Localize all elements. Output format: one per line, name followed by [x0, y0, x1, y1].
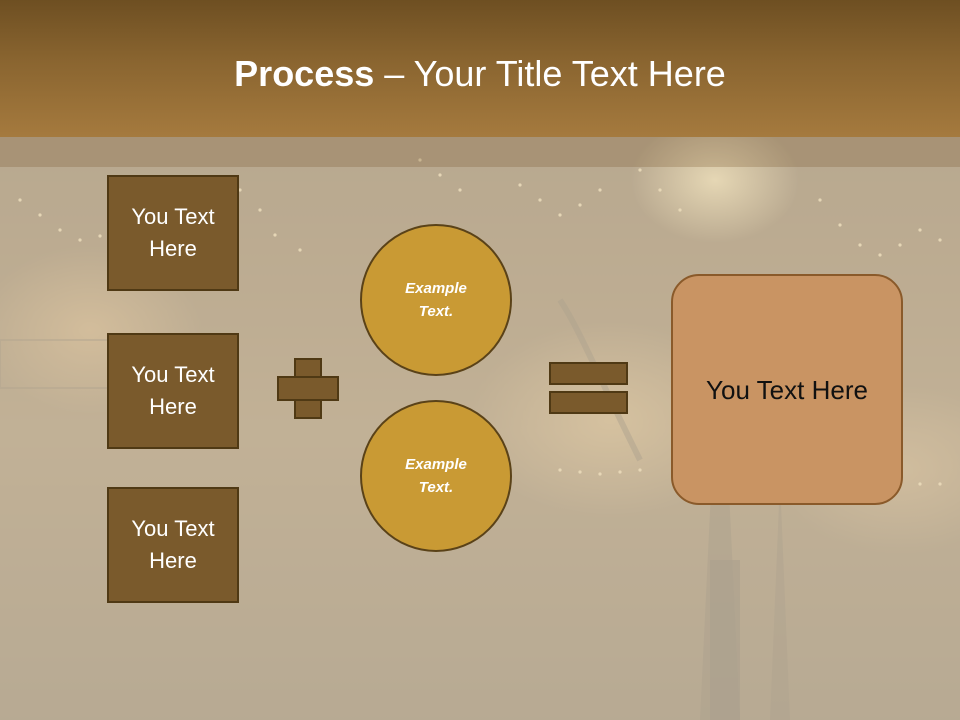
overlay-shadow-strip [0, 137, 960, 167]
slide-title: Process – Your Title Text Here [0, 52, 960, 96]
text-box-3: You Text Here [107, 487, 239, 603]
text-box-label: You Text Here [131, 516, 215, 573]
example-circle-1: Example Text. [360, 224, 512, 376]
example-circle-2: Example Text. [360, 400, 512, 552]
circle-label: Example Text. [405, 456, 467, 496]
text-box-label: You Text Here [131, 204, 215, 261]
title-band [0, 0, 960, 137]
circle-label: Example Text. [405, 280, 467, 320]
result-box: You Text Here [671, 274, 903, 505]
text-box-2: You Text Here [107, 333, 239, 449]
text-box-label: You Text Here [131, 362, 215, 419]
text-box-1: You Text Here [107, 175, 239, 291]
result-label: You Text Here [706, 374, 868, 405]
title-bold: Process [234, 53, 375, 94]
title-rest: – Your Title Text Here [374, 53, 726, 94]
